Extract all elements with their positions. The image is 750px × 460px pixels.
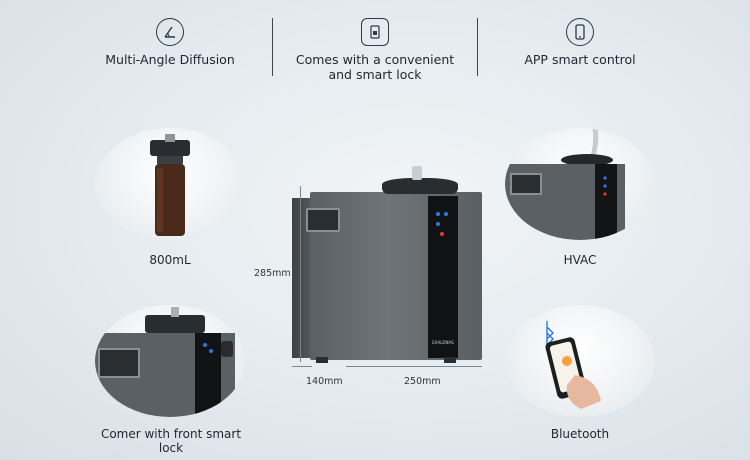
status-led <box>436 222 440 226</box>
brand-label: EXALDNAS <box>432 340 454 345</box>
width-dimension: 250mm <box>404 376 441 387</box>
status-led <box>444 212 448 216</box>
lock-icon <box>361 18 389 46</box>
device-foot <box>316 357 328 363</box>
phone-icon <box>566 18 594 46</box>
device-foot <box>444 357 456 363</box>
corner-lock-bubble <box>95 305 245 417</box>
device-control-panel <box>428 196 458 358</box>
depth-dimension: 140mm <box>306 376 343 387</box>
angle-icon <box>156 18 184 46</box>
capacity-caption: 800mL <box>149 253 191 267</box>
feature-label-line1: Comes with a convenient <box>295 52 455 67</box>
device-handle <box>306 208 340 232</box>
width-dimension-line <box>346 366 482 367</box>
hvac-bubble <box>505 128 655 240</box>
divider <box>477 18 478 76</box>
feature-label: Multi-Angle Diffusion <box>105 52 235 67</box>
feature-label: APP smart control <box>524 52 636 67</box>
feature-app-control: APP smart control <box>505 18 655 67</box>
height-dimension-line <box>300 186 301 362</box>
bluetooth-bubble <box>505 305 655 417</box>
feature-label-line2: and smart lock <box>328 67 422 82</box>
status-led <box>440 232 444 236</box>
feature-smart-lock: Comes with a convenient and smart lock <box>290 18 460 82</box>
feature-multi-angle: Multi-Angle Diffusion <box>95 18 245 67</box>
status-led <box>436 212 440 216</box>
device-nozzle-tip <box>412 166 422 180</box>
bottle-bubble <box>95 128 245 240</box>
device-top-nozzle <box>382 178 458 194</box>
corner-lock-caption: Comer with front smart lock <box>100 427 242 455</box>
hvac-caption: HVAC <box>563 253 597 267</box>
depth-dimension-line <box>292 366 312 367</box>
device-side <box>292 198 312 358</box>
bluetooth-caption: Bluetooth <box>550 427 610 441</box>
divider <box>272 18 273 76</box>
height-dimension: 285mm <box>254 268 291 279</box>
